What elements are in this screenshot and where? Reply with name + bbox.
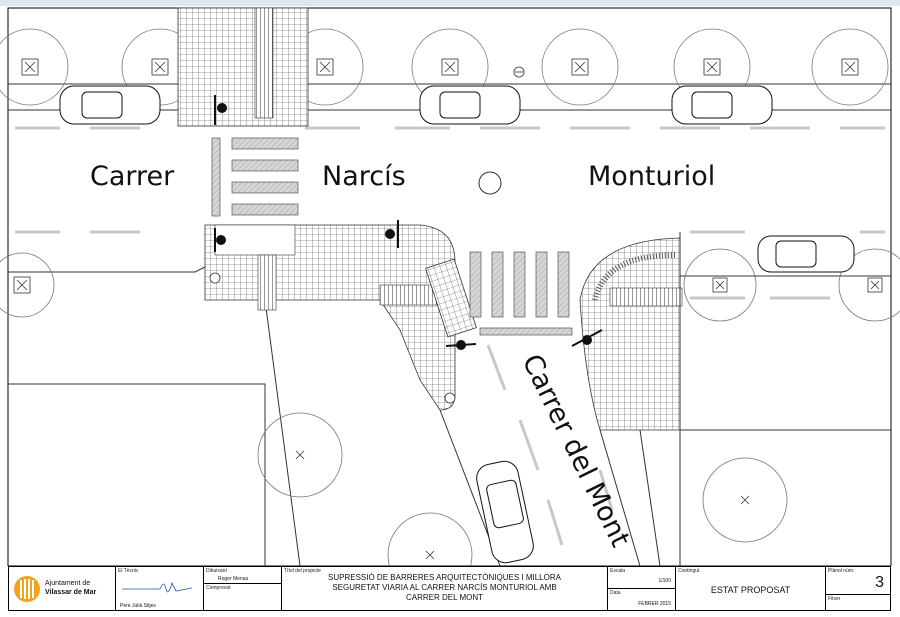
tecnic-label: El Tècnic (118, 568, 139, 574)
contingut-cell: Contingut ESTAT PROPOSAT (676, 567, 826, 610)
trees-top (0, 28, 889, 106)
dibuixant-label: Dibuixant (206, 568, 227, 574)
tecnic-name: Pere Julià Sitjes (120, 603, 156, 609)
logo-text-line1: Ajuntament de (45, 580, 91, 587)
escala-value: 1/100 (658, 578, 671, 584)
contingut-label: Contingut (678, 568, 700, 574)
scale-date-cell: Escala 1/100 Data FEBRER 2015 (608, 567, 676, 610)
project-cell: Títol del projecte SUPRESSIÓ DE BARRERES… (282, 567, 608, 610)
municipality-logo-icon (14, 576, 40, 602)
dibuixant-cell: Dibuixant Roger Mensa Comprovat (204, 567, 282, 610)
east-sidewalk (639, 232, 891, 566)
logo-text-line2: Vilassar de Mar (45, 589, 97, 596)
data-value: FEBRER 2015 (638, 601, 671, 607)
signature-icon (122, 581, 193, 593)
crosswalk-south (469, 251, 573, 336)
comprovat-label: Comprovat (206, 585, 231, 591)
street-plan-drawing: Carrer Narcís Monturiol Carrer del Mont (0, 7, 900, 566)
plano-value: 3 (875, 574, 884, 591)
plano-label: Plànol núm. (828, 568, 855, 574)
tecnic-cell: El Tècnic Pere Julià Sitjes (116, 567, 204, 610)
crosswalk-west (211, 137, 299, 217)
project-title-line1: SUPRESSIÓ DE BARRERES ARQUITECTÒNIQUES I… (328, 573, 561, 582)
dibuixant-name: Roger Mensa (218, 576, 249, 582)
street-label-narcis: Narcís (322, 161, 406, 192)
logo-cell: Ajuntament de Vilassar de Mar (9, 567, 116, 610)
fitxer-label: Fitxer (828, 596, 841, 602)
tree-pits-top (21, 58, 859, 76)
plano-cell: Plànol núm. 3 Fitxer (826, 567, 890, 610)
lower-sidewalk-west (8, 261, 301, 566)
trees-lower (0, 248, 900, 566)
escala-label: Escala (610, 568, 626, 574)
street-label-monturiol: Monturiol (588, 161, 715, 192)
traffic-bollards (214, 95, 603, 350)
project-title-line3: CARRER DEL MONT (405, 593, 484, 602)
contingut-value: ESTAT PROPOSAT (710, 585, 791, 595)
parked-cars (59, 85, 855, 564)
project-title-line2: SEGURETAT VIARIA AL CARRER NARCÍS MONTUR… (332, 583, 557, 592)
window-top-bar (0, 0, 900, 6)
street-label-carrer: Carrer (90, 161, 175, 192)
title-block: Ajuntament de Vilassar de Mar El Tècnic … (8, 566, 891, 611)
project-label: Títol del projecte (284, 568, 321, 574)
tactile-paving-top (177, 7, 309, 127)
data-label: Data (610, 590, 621, 596)
